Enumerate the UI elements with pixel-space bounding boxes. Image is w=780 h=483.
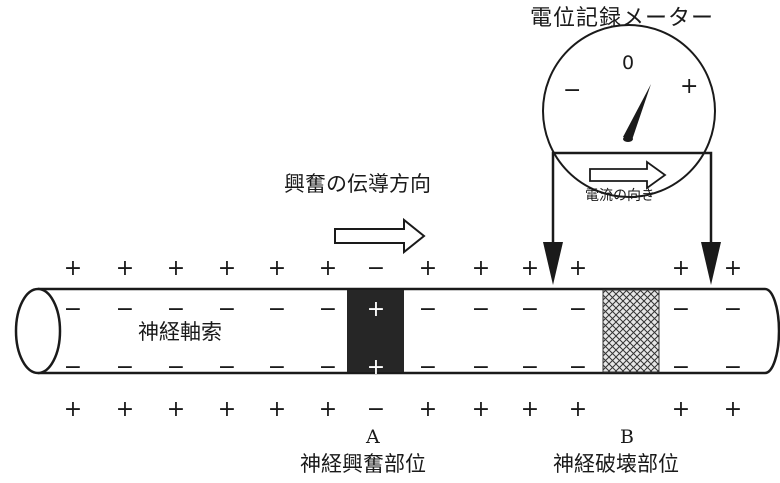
site-a-name: 神経興奮部位: [300, 452, 426, 476]
inner-top-sign: −: [63, 297, 83, 322]
outer-top-sign: +: [166, 256, 186, 281]
inner-top-sign: +: [366, 297, 386, 322]
meter-minus-mark: −: [563, 78, 582, 103]
inner-bottom-sign: −: [520, 355, 540, 380]
outer-top-sign: +: [217, 256, 237, 281]
destroyed-site-b: [602, 289, 660, 373]
outer-top-sign: −: [366, 256, 386, 281]
outer-top-sign: +: [520, 256, 540, 281]
inner-bottom-sign: −: [217, 355, 237, 380]
inner-top-sign: −: [723, 297, 743, 322]
outer-top-sign: +: [671, 256, 691, 281]
outer-bottom-sign: +: [471, 397, 491, 422]
outer-bottom-sign: +: [63, 397, 83, 422]
inner-top-sign: −: [471, 297, 491, 322]
outer-top-sign: +: [568, 256, 588, 281]
conduction-arrow-icon: [334, 217, 426, 255]
conduction-direction-label: 興奮の伝導方向: [284, 172, 431, 196]
site-a-letter: A: [366, 426, 380, 448]
outer-bottom-sign: +: [568, 397, 588, 422]
meter-needle-icon: [623, 84, 651, 140]
outer-bottom-sign: +: [723, 397, 743, 422]
inner-bottom-sign: −: [63, 355, 83, 380]
site-b-name: 神経破壊部位: [553, 452, 679, 476]
inner-bottom-sign: −: [318, 355, 338, 380]
axon-body: [38, 287, 780, 375]
outer-bottom-sign: +: [267, 397, 287, 422]
outer-bottom-sign: +: [520, 397, 540, 422]
outer-top-sign: +: [63, 256, 83, 281]
inner-bottom-sign: −: [166, 355, 186, 380]
outer-bottom-sign: +: [318, 397, 338, 422]
inner-top-sign: −: [115, 297, 135, 322]
outer-bottom-sign: +: [671, 397, 691, 422]
meter-zero-mark: 0: [622, 52, 635, 74]
axon-label: 神経軸索: [138, 320, 222, 344]
site-b-letter: B: [620, 426, 634, 448]
electrode-lead: [551, 151, 713, 243]
axon-cut-end: [14, 287, 62, 375]
excited-site-a: [347, 290, 404, 372]
outer-top-sign: +: [318, 256, 338, 281]
inner-bottom-sign: −: [723, 355, 743, 380]
inner-bottom-sign: +: [366, 355, 386, 380]
outer-top-sign: +: [115, 256, 135, 281]
outer-bottom-sign: +: [115, 397, 135, 422]
current-direction-label: 電流の向き: [585, 188, 655, 204]
meter-plus-mark: +: [680, 74, 699, 99]
outer-top-sign: +: [723, 256, 743, 281]
meter-pivot: [623, 136, 633, 142]
inner-bottom-sign: −: [115, 355, 135, 380]
inner-bottom-sign: −: [568, 355, 588, 380]
inner-top-sign: −: [520, 297, 540, 322]
inner-bottom-sign: −: [267, 355, 287, 380]
electrode-a-arrowhead-icon: [543, 242, 563, 285]
outer-bottom-sign: −: [366, 397, 386, 422]
inner-top-sign: −: [568, 297, 588, 322]
outer-top-sign: +: [418, 256, 438, 281]
inner-bottom-sign: −: [471, 355, 491, 380]
inner-bottom-sign: −: [671, 355, 691, 380]
current-arrow-icon: [589, 160, 667, 190]
inner-top-sign: −: [166, 297, 186, 322]
meter-title: 電位記録メーター: [530, 6, 715, 31]
inner-top-sign: −: [267, 297, 287, 322]
inner-top-sign: −: [217, 297, 237, 322]
electrode-b-arrowhead-icon: [701, 242, 721, 285]
inner-top-sign: −: [671, 297, 691, 322]
outer-bottom-sign: +: [418, 397, 438, 422]
inner-top-sign: −: [418, 297, 438, 322]
inner-bottom-sign: −: [418, 355, 438, 380]
outer-top-sign: +: [267, 256, 287, 281]
outer-bottom-sign: +: [217, 397, 237, 422]
outer-bottom-sign: +: [166, 397, 186, 422]
inner-top-sign: −: [318, 297, 338, 322]
outer-top-sign: +: [471, 256, 491, 281]
